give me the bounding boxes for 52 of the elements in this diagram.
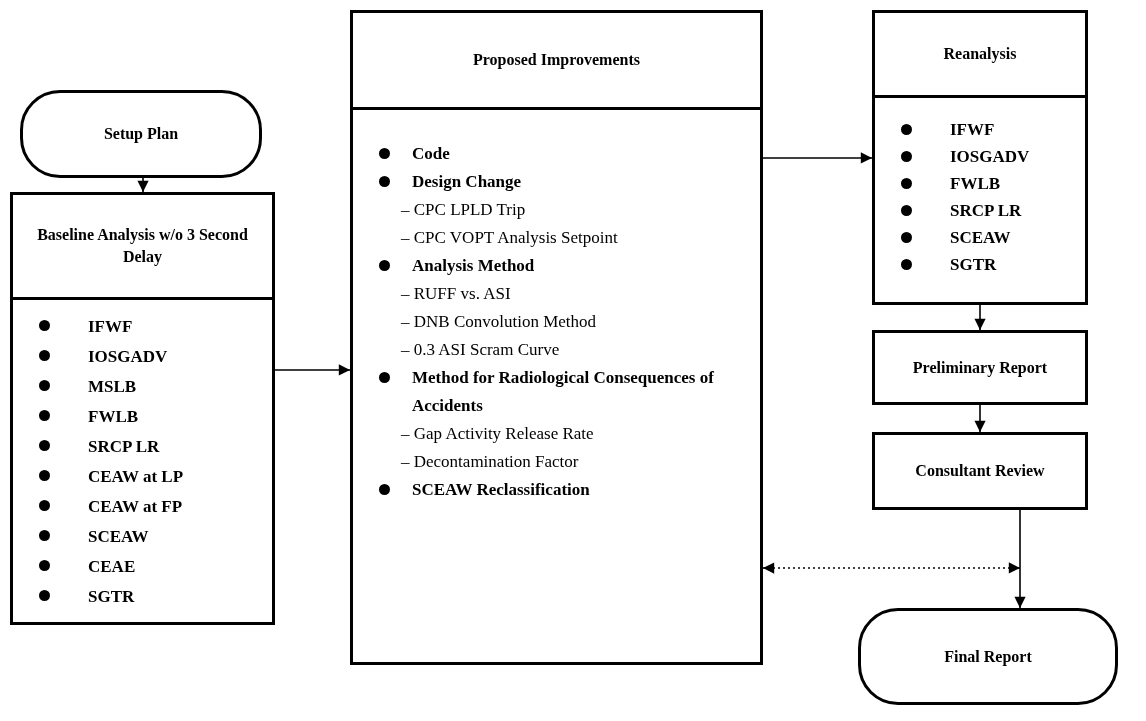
process-box (872, 432, 1088, 510)
sub-item: – CPC VOPT Analysis Setpoint (400, 227, 618, 249)
box-title: Reanalysis (943, 44, 1017, 65)
arrow (974, 304, 986, 331)
sub-item: – RUFF vs. ASI (400, 283, 511, 305)
arrow (1014, 509, 1026, 609)
list-item: SGTR (950, 254, 997, 276)
box-title: Baseline Analysis w/o 3 Second Delay (36, 225, 249, 268)
process-box (872, 330, 1088, 405)
list-item: FWLB (950, 173, 1001, 195)
header-box (872, 10, 1088, 98)
box-title: Preliminary Report (912, 357, 1048, 379)
list-item: Analysis Method (412, 255, 535, 277)
list-item: IOSGADV (950, 146, 1030, 168)
list-item: SCEAW (88, 526, 149, 548)
list-box (872, 95, 1088, 305)
list-item: CEAW at FP (88, 496, 183, 518)
list-box (10, 297, 275, 625)
list-item: SCEAW (950, 227, 1011, 249)
list-item: SRCP LR (88, 436, 160, 458)
sub-item: – 0.3 ASI Scram Curve (400, 339, 560, 361)
list-item: Method for Radiological Consequences of Accidents (412, 367, 715, 417)
box-title: Consultant Review (915, 461, 1045, 482)
list-box (350, 107, 763, 665)
arrow (762, 562, 1021, 574)
list-item: MSLB (88, 376, 137, 398)
sub-item: – Gap Activity Release Rate (400, 423, 594, 445)
arrow (974, 404, 986, 433)
header-box (10, 192, 275, 300)
arrow (137, 177, 149, 193)
list-item: SCEAW Reclassification (412, 479, 590, 501)
list-item: Code (412, 143, 450, 165)
list-item: IFWF (88, 316, 133, 338)
list-item: CEAE (88, 556, 136, 578)
list-item: FWLB (88, 406, 139, 428)
header-box (350, 10, 763, 110)
sub-item: – Decontamination Factor (400, 451, 579, 473)
list-item: IFWF (950, 119, 995, 141)
arrow (274, 364, 351, 376)
list-item: SGTR (88, 586, 135, 608)
sub-item: – CPC LPLD Trip (400, 199, 526, 221)
arrow (762, 152, 873, 164)
list-item: SRCP LR (950, 200, 1022, 222)
list-item: Design Change (412, 171, 522, 193)
terminal-shape (20, 90, 262, 178)
box-title: Proposed Improvements (473, 50, 640, 71)
box-title: Setup Plan (103, 124, 179, 145)
sub-item: – DNB Convolution Method (400, 311, 597, 333)
box-title: Final Report (944, 646, 1032, 668)
terminal-shape (858, 608, 1118, 705)
list-item: IOSGADV (88, 346, 168, 368)
list-item: CEAW at LP (88, 466, 184, 488)
